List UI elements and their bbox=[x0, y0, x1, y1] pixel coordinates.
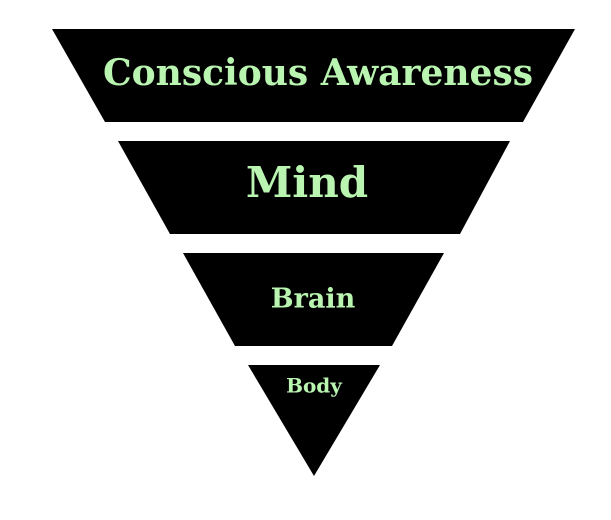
tier-mind-label: Mind bbox=[246, 158, 368, 207]
tier-brain: Brain bbox=[183, 253, 444, 346]
tier-brain-label: Brain bbox=[271, 284, 356, 315]
tier-body-label: Body bbox=[286, 374, 343, 398]
tier-mind-band bbox=[118, 141, 510, 234]
tier-conscious-awareness: Conscious Awareness bbox=[52, 29, 575, 122]
tier-brain-band bbox=[183, 253, 444, 346]
tier-body: Body bbox=[248, 365, 380, 476]
tier-body-band bbox=[248, 365, 380, 476]
tier-conscious-awareness-label: Conscious Awareness bbox=[103, 52, 533, 94]
tier-mind: Mind bbox=[118, 141, 510, 234]
tier-conscious-awareness-band bbox=[52, 29, 575, 122]
